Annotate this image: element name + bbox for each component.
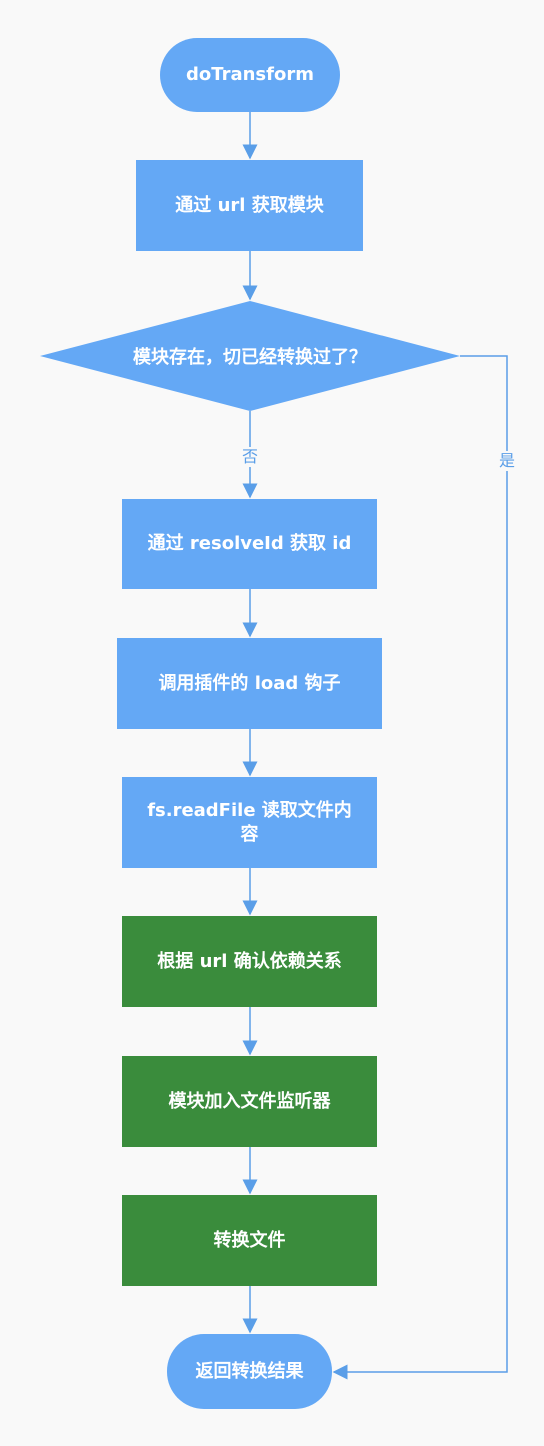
start-node: doTransform xyxy=(160,38,340,112)
read-file-step: fs.readFile 读取文件内容 xyxy=(122,777,377,868)
edge-decision-yes xyxy=(332,355,508,1380)
end-node: 返回转换结果 xyxy=(167,1334,332,1409)
add-to-watcher-step: 模块加入文件监听器 xyxy=(122,1056,377,1147)
get-module-by-url-step: 通过 url 获取模块 xyxy=(136,160,363,251)
decision-label: 模块存在，切已经转换过了？ xyxy=(133,347,367,368)
call-load-hook-step: 调用插件的 load 钩子 xyxy=(117,638,382,729)
edge-label-no: 否 xyxy=(238,447,262,467)
resolve-id-step: 通过 resolveId 获取 id xyxy=(122,499,377,589)
confirm-dependencies-step: 根据 url 确认依赖关系 xyxy=(122,916,377,1007)
decision-diamond xyxy=(40,301,460,411)
edge-label-yes: 是 xyxy=(495,451,519,471)
transform-file-step: 转换文件 xyxy=(122,1195,377,1286)
